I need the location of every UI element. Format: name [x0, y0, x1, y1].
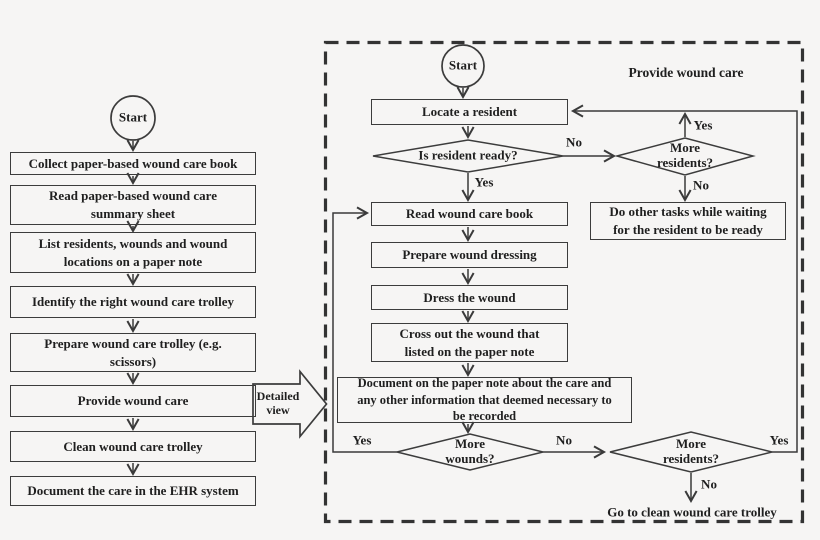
decision-more-residents-top: More residents? — [656, 140, 714, 170]
step-collect-book: Collect paper-based wound care book — [10, 152, 256, 175]
node-dress-wound: Dress the wound — [371, 285, 568, 310]
step-clean-trolley: Clean wound care trolley — [10, 431, 256, 462]
decision-resident-ready: Is resident ready? — [418, 147, 518, 163]
step-provide-care: Provide wound care — [10, 385, 256, 417]
label-no-more-wounds: No — [556, 432, 572, 448]
node-prepare-dressing: Prepare wound dressing — [371, 242, 568, 268]
node-read-book: Read wound care book — [371, 202, 568, 226]
label-yes-more-wounds: Yes — [352, 432, 372, 448]
label-no-more-residents-bottom: No — [701, 476, 717, 492]
decision-more-residents-bottom: More residents? — [662, 436, 720, 466]
decision-more-residents-top-shape — [614, 137, 756, 176]
detail-title: Provide wound care — [628, 65, 744, 81]
detailed-view-arrow — [252, 369, 328, 439]
step-read-summary: Read paper-based wound care summary shee… — [10, 185, 256, 225]
detail-frame — [323, 40, 805, 524]
decision-more-wounds: More wounds? — [445, 436, 495, 466]
detail-flow-arrows — [332, 86, 798, 504]
step-list-residents: List residents, wounds and wound locatio… — [10, 232, 256, 273]
start-node-detail: Start — [448, 57, 478, 73]
label-no-ready: No — [566, 134, 582, 150]
label-no-more-residents-top: No — [693, 177, 709, 193]
step-identify-trolley: Identify the right wound care trolley — [10, 286, 256, 318]
step-prepare-trolley: Prepare wound care trolley (e.g. scissor… — [10, 333, 256, 372]
node-document-note: Document on the paper note about the car… — [337, 376, 632, 423]
start-node-main: Start — [118, 109, 148, 125]
label-yes-more-residents-bottom: Yes — [769, 432, 789, 448]
node-locate-resident: Locate a resident — [371, 99, 568, 125]
node-cross-out: Cross out the wound that listed on the p… — [371, 323, 568, 362]
detailed-view-label: Detailed view — [256, 389, 300, 417]
node-other-tasks: Do other tasks while waiting for the res… — [590, 202, 786, 240]
label-yes-ready: Yes — [474, 174, 494, 190]
end-note: Go to clean wound care trolley — [607, 504, 777, 520]
label-yes-more-residents-top: Yes — [693, 117, 713, 133]
step-document-ehr: Document the care in the EHR system — [10, 476, 256, 506]
